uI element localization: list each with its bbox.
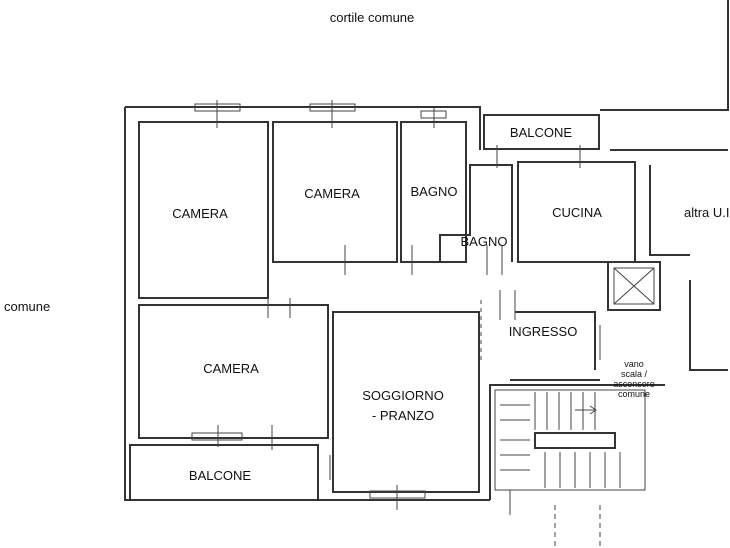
soggiorno-label: SOGGIORNO xyxy=(362,388,444,403)
camera-label-2: CAMERA xyxy=(304,186,360,201)
stair-note-line-4: comune xyxy=(618,389,650,399)
side-comune-label: comune xyxy=(4,299,50,314)
exterior-walls xyxy=(124,0,729,501)
bagno-label-2: BAGNO xyxy=(461,234,508,249)
balcone-label-bottom: BALCONE xyxy=(189,468,251,483)
stair-note-line-1: vano xyxy=(624,359,644,369)
cucina-label: CUCINA xyxy=(552,205,602,220)
camera-room-1 xyxy=(138,121,269,299)
doors xyxy=(267,245,601,360)
elevator-shaft xyxy=(607,261,661,311)
ingresso-room xyxy=(515,311,596,370)
other-unit-label: altra U.I xyxy=(684,205,730,220)
bagno-label-1: BAGNO xyxy=(411,184,458,199)
bagno-room-2 xyxy=(439,164,513,262)
courtyard-label: cortile comune xyxy=(330,10,415,25)
windows xyxy=(191,100,581,515)
stair-note-line-3: ascensore xyxy=(613,379,655,389)
camera-room-2 xyxy=(272,121,398,263)
camera-label-3: CAMERA xyxy=(203,361,259,376)
soggiorno-room xyxy=(332,311,480,493)
camera-room-3 xyxy=(138,304,329,439)
balcone-bottom xyxy=(129,444,319,501)
stairs xyxy=(494,389,646,548)
balcone-label-top: BALCONE xyxy=(510,125,572,140)
pranzo-label: - PRANZO xyxy=(372,408,434,423)
ingresso-label: INGRESSO xyxy=(509,324,578,339)
stair-note-line-2: scala / xyxy=(621,369,648,379)
camera-label-1: CAMERA xyxy=(172,206,228,221)
cucina-room xyxy=(517,161,636,263)
balcone-top xyxy=(483,114,600,150)
other-unit-wall xyxy=(649,165,690,256)
